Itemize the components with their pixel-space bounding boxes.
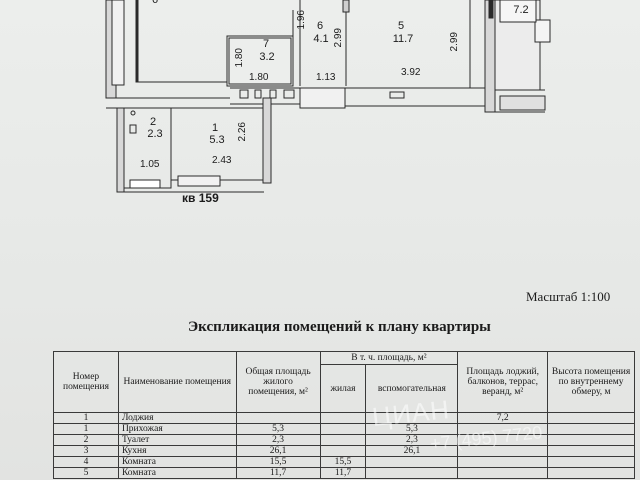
cell-num: 3 <box>53 445 119 457</box>
table-row: 5 Комната 11,7 11,7 <box>53 467 635 479</box>
cell-name: Комната <box>117 456 237 468</box>
loggia-area: 7.2 <box>513 4 529 16</box>
header-height: Высота помещения по внутреннему обмеру, … <box>547 351 635 413</box>
cell-height <box>547 456 635 468</box>
cell-name: Туалет <box>117 434 237 446</box>
explication-table: Номер помещения Наименование помещения О… <box>53 351 635 479</box>
cell-aux <box>365 456 459 468</box>
dim-1-05: 1.05 <box>140 159 160 170</box>
cell-aux <box>365 467 459 479</box>
cell-height <box>547 434 635 446</box>
cell-living <box>319 412 367 424</box>
room-7-area: 3.2 <box>259 51 275 63</box>
cell-height <box>547 445 635 457</box>
cell-num: 1 <box>53 423 119 435</box>
room-2-area: 2.3 <box>147 128 163 140</box>
room-6-partial-number: 6 <box>151 0 159 6</box>
cell-total: 11,7 <box>235 467 321 479</box>
header-living: жилая <box>319 364 367 413</box>
cell-total: 5,3 <box>235 423 321 435</box>
header-auxiliary: вспомогательная <box>365 364 459 413</box>
dim-2-43: 2.43 <box>212 155 232 166</box>
cell-loggia <box>457 456 549 468</box>
explication-heading: Экспликация помещений к плану квартиры <box>188 319 491 335</box>
cell-living <box>319 434 367 446</box>
cell-living <box>319 445 367 457</box>
table-row: 4 Комната 15,5 15,5 <box>53 456 635 468</box>
cell-total: 26,1 <box>235 445 321 457</box>
apartment-label: кв 159 <box>182 191 219 205</box>
cell-num: 4 <box>53 456 119 468</box>
table-row: 3 Кухня 26,1 26,1 <box>53 445 635 457</box>
floor-plan <box>105 0 551 193</box>
table-subheader-row: жилая вспомогательная <box>54 364 635 413</box>
cell-total: 2,3 <box>235 434 321 446</box>
dim-1-13: 1.13 <box>316 72 336 83</box>
cell-living <box>319 423 367 435</box>
cell-height <box>547 467 635 479</box>
cell-total <box>235 412 321 424</box>
dim-1-80-vertical: 1.80 <box>234 48 245 68</box>
table-row: 2 Туалет 2,3 2,3 <box>53 434 635 446</box>
cell-living: 11,7 <box>319 467 367 479</box>
cell-living: 15,5 <box>319 456 367 468</box>
header-total-area: Общая площадь жилого помещения, м² <box>235 351 321 413</box>
header-room-name: Наименование помещения <box>117 351 237 413</box>
cell-num: 2 <box>53 434 119 446</box>
header-including: В т. ч. площадь, м² <box>319 351 459 365</box>
header-loggia-area: Площадь лоджий, балконов, террас, веранд… <box>457 351 549 413</box>
cell-total: 15,5 <box>235 456 321 468</box>
table-row: 1 Прихожая 5,3 5,3 <box>53 423 635 435</box>
dim-3-92: 3.92 <box>401 67 421 78</box>
table-row: 1 Лоджия 7,2 <box>53 412 635 424</box>
cell-name: Комната <box>117 467 237 479</box>
scale-label: Масштаб 1:100 <box>526 289 611 304</box>
cell-num: 5 <box>53 467 119 479</box>
room-1-area: 5.3 <box>209 134 225 146</box>
room-2-number: 2 <box>149 116 157 128</box>
room-6-number: 6 <box>316 20 324 32</box>
cell-name: Прихожая <box>117 423 237 435</box>
dim-1-96: 1.96 <box>296 10 307 30</box>
table-header-row: Номер помещения Наименование помещения О… <box>53 351 635 413</box>
cell-name: Кухня <box>117 445 237 457</box>
dim-1-80-horizontal: 1.80 <box>249 72 269 83</box>
dim-2-99-b: 2.99 <box>449 32 460 52</box>
cell-height <box>547 412 635 424</box>
room-5-area: 11.7 <box>392 33 414 45</box>
dim-2-26: 2.26 <box>237 122 248 142</box>
cell-height <box>547 423 635 435</box>
header-room-number: Номер помещения <box>53 351 119 413</box>
room-6-area: 4.1 <box>313 33 329 45</box>
room-7-number: 7 <box>262 38 270 50</box>
room-5-number: 5 <box>397 20 405 32</box>
dim-2-99-a: 2.99 <box>333 28 344 48</box>
cell-loggia <box>457 467 549 479</box>
cell-name: Лоджия <box>117 412 237 424</box>
cell-num: 1 <box>53 412 119 424</box>
room-1-number: 1 <box>211 122 219 134</box>
